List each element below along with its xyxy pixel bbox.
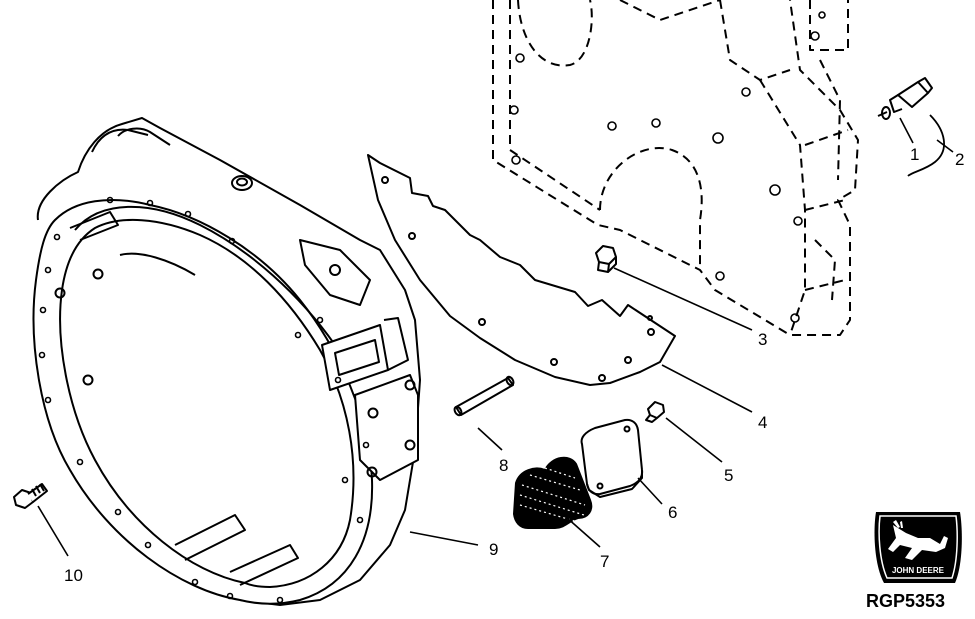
callout-10: 10 [64,566,83,585]
part-1-sensor [877,77,933,120]
callout-4: 4 [758,413,767,432]
part-4-gasket [367,154,676,386]
leaping-deer-icon [888,520,948,560]
part-8-dowel-pin [453,375,515,417]
part-2-wire [907,114,945,177]
leader-lines [37,117,954,557]
part-7-textured-gasket [513,456,593,529]
callout-5: 5 [724,466,733,485]
engine-block-holes [509,11,826,323]
john-deere-logo: JOHN DEERE [874,512,962,583]
callout-2: 2 [955,150,964,169]
part-9-flywheel-housing [32,117,421,606]
callout-labels: 1 2 3 4 5 6 7 8 9 10 [64,145,964,585]
part-10-bolt [13,483,48,509]
callout-3: 3 [758,330,767,349]
callout-8: 8 [499,456,508,475]
part-6-cover-plate [580,418,644,498]
callout-7: 7 [600,552,609,571]
engine-block-outline [492,0,859,336]
callout-1: 1 [910,145,919,164]
part-5-cap-screw [645,401,665,423]
brand-text: JOHN DEERE [892,566,945,575]
callout-9: 9 [489,540,498,559]
figure-id: RGP5353 [866,591,946,611]
callout-6: 6 [668,503,677,522]
part-3-nut [595,245,617,273]
